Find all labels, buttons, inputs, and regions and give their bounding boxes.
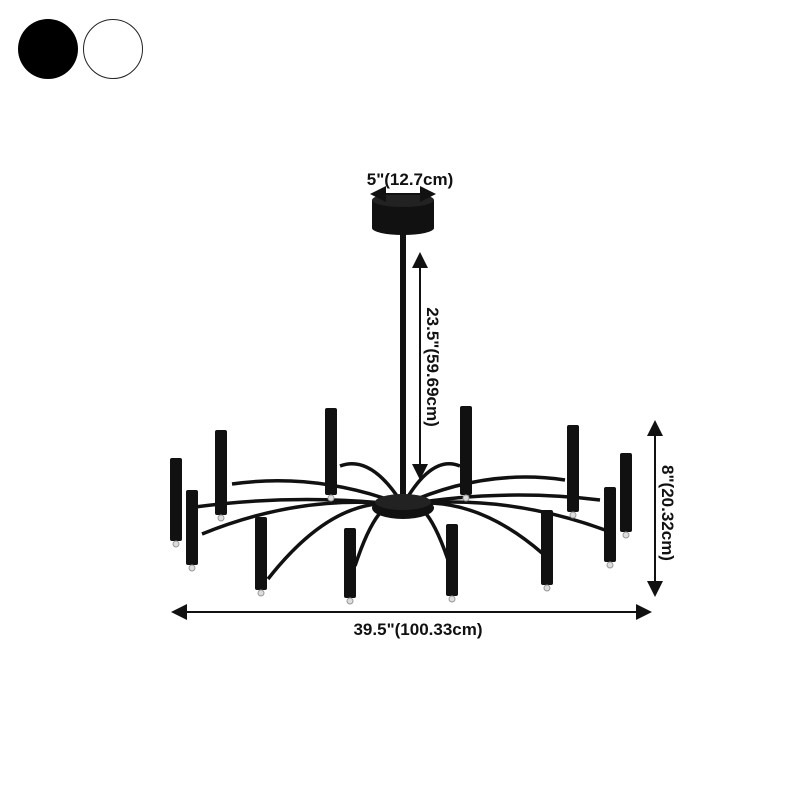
light-tube (567, 425, 579, 512)
color-swatch-white[interactable] (83, 19, 143, 79)
ceiling-canopy (372, 193, 434, 235)
light-tube (170, 458, 182, 541)
bulb-tip (257, 589, 265, 597)
light-tube (446, 524, 458, 596)
bulb-tip (188, 564, 196, 572)
bulb-tip (327, 494, 335, 502)
light-tube (620, 453, 632, 532)
light-tubes (170, 406, 632, 605)
fixture-height-label: 8"(20.32cm) (658, 465, 677, 561)
bulb-tip (346, 597, 354, 605)
bulb-tip (622, 531, 630, 539)
bulb-tip (606, 561, 614, 569)
light-tube (344, 528, 356, 598)
center-hub (372, 494, 434, 519)
light-tube (255, 517, 267, 590)
light-tube (186, 490, 198, 565)
light-tube (460, 406, 472, 495)
bulb-tip (462, 494, 470, 502)
bulb-tip (569, 511, 577, 519)
downrod (400, 225, 406, 500)
bulb-tip (448, 595, 456, 603)
light-tube (604, 487, 616, 562)
color-swatch-black[interactable] (18, 19, 78, 79)
rod-length-label: 23.5"(59.69cm) (423, 307, 442, 427)
light-tube (541, 510, 553, 585)
bulb-tip (543, 584, 551, 592)
light-tube (325, 408, 337, 495)
overall-width-label: 39.5"(100.33cm) (353, 620, 483, 639)
light-tube (215, 430, 227, 515)
bulb-tip (172, 540, 180, 548)
canopy-width-label: 5"(12.7cm) (366, 170, 454, 189)
bulb-tip (217, 514, 225, 522)
